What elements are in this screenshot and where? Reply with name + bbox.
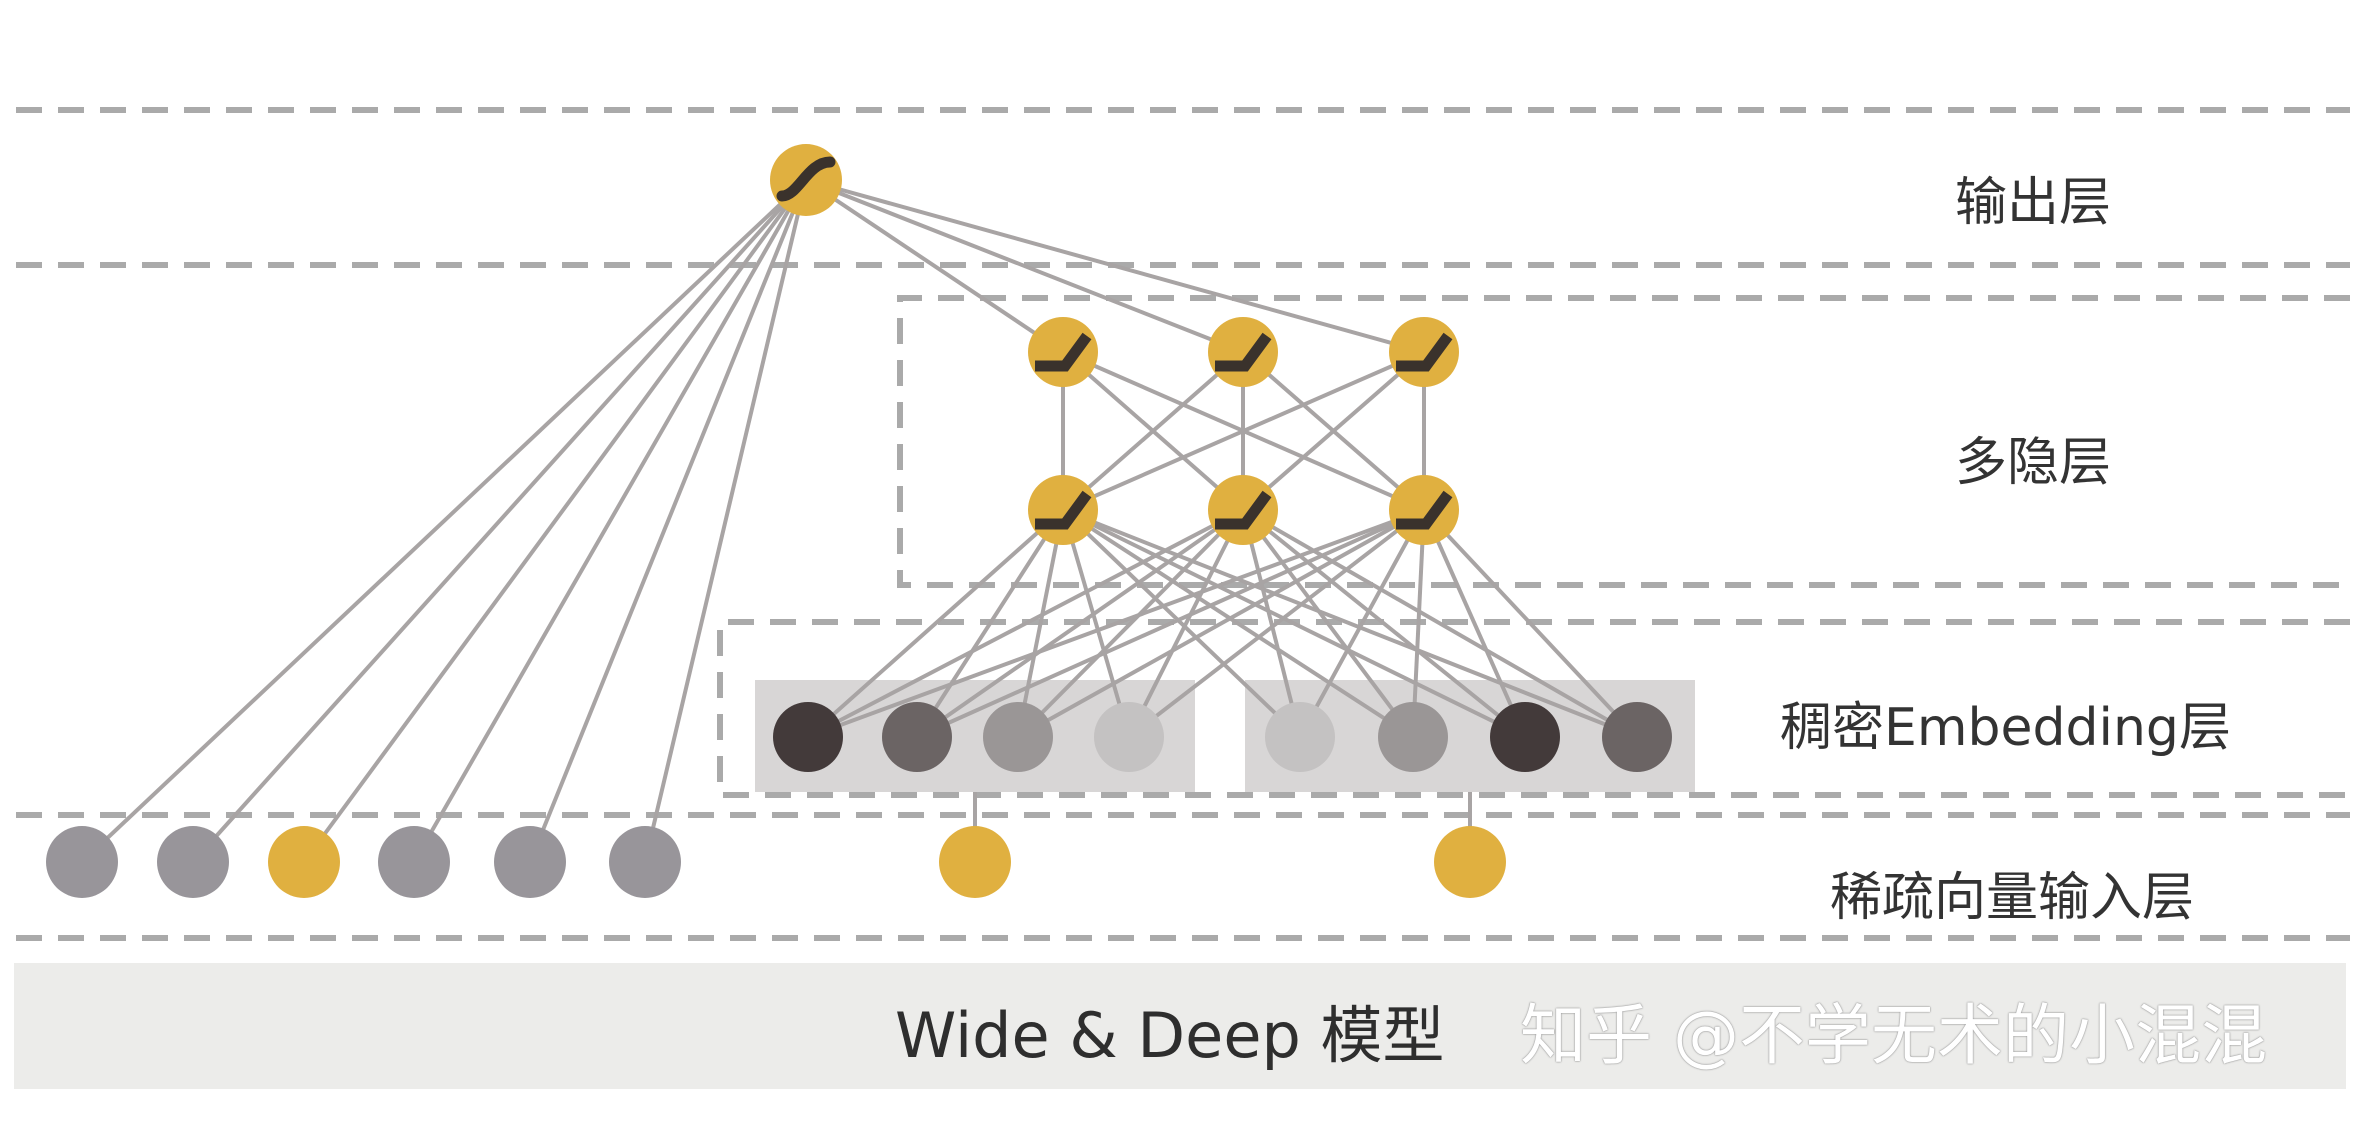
- embedding-node: [1094, 702, 1164, 772]
- edge: [1061, 508, 1302, 739]
- embedding-node: [882, 702, 952, 772]
- edge: [1411, 509, 1426, 738]
- relu-icon: [1035, 490, 1092, 530]
- edge: [1241, 508, 1415, 739]
- embedding-node: [1490, 702, 1560, 772]
- edge: [1061, 350, 1245, 512]
- nodes: [46, 144, 1672, 898]
- sparse-input-node: [609, 826, 681, 898]
- layer-label-hidden: 多隐层: [1955, 433, 2112, 493]
- sparse-input-node: [1434, 826, 1506, 898]
- sparse-input-node: [494, 826, 566, 898]
- edge: [1241, 508, 1527, 739]
- edge: [191, 178, 808, 864]
- edge: [1127, 509, 1245, 738]
- edge: [915, 508, 1245, 739]
- watermark: 知乎 @不学无术的小混混: [1520, 997, 2267, 1074]
- embedding-node: [1602, 702, 1672, 772]
- edge: [1242, 508, 1638, 739]
- edge: [805, 178, 1425, 354]
- edge: [302, 178, 808, 864]
- embedding-node: [773, 702, 843, 772]
- edge: [1062, 508, 1638, 739]
- hidden-node: [1028, 317, 1098, 387]
- edge: [1016, 508, 1245, 739]
- edge: [1422, 509, 1527, 738]
- edge: [1062, 350, 1425, 512]
- edge: [1061, 509, 1131, 738]
- edge: [1061, 508, 1415, 739]
- sparse-input-node: [268, 826, 340, 898]
- edge: [1127, 508, 1426, 739]
- edge: [1062, 508, 1526, 739]
- edge: [80, 178, 808, 864]
- edge: [412, 179, 808, 863]
- edge: [1241, 350, 1426, 512]
- layer-label-output: 输出层: [1955, 173, 2112, 233]
- sparse-input-node: [939, 826, 1011, 898]
- edge: [916, 508, 1425, 739]
- relu-icon: [1035, 332, 1092, 372]
- sparse-input-node: [157, 826, 229, 898]
- hidden-node: [1028, 475, 1098, 545]
- layer-label-embedding: 稠密Embedding层: [1780, 698, 2231, 758]
- hidden-node: [1389, 317, 1459, 387]
- sigmoid-icon: [776, 156, 836, 202]
- relu-icon: [1396, 490, 1453, 530]
- edge: [1241, 509, 1302, 738]
- relu-icon: [1215, 332, 1272, 372]
- edge: [1422, 508, 1639, 739]
- embedding-layer-frame: [717, 619, 2350, 798]
- relu-icon: [1396, 332, 1453, 372]
- edge: [806, 508, 1065, 739]
- relu-icon: [1215, 490, 1272, 530]
- edge: [1016, 509, 1065, 738]
- hidden-layer-frame: [897, 295, 2350, 588]
- sparse-input-node: [378, 826, 450, 898]
- hidden-node: [1208, 475, 1278, 545]
- hidden-node: [1208, 317, 1278, 387]
- edge: [804, 178, 1065, 354]
- embedding-node: [1378, 702, 1448, 772]
- edge: [807, 508, 1425, 739]
- layer-label-input: 稀疏向量输入层: [1830, 868, 2195, 928]
- edge: [1298, 509, 1426, 738]
- edge: [528, 179, 808, 863]
- model-footer-band: [14, 963, 2346, 1089]
- edge: [1017, 508, 1425, 739]
- embedding-node: [983, 702, 1053, 772]
- edge: [915, 508, 1065, 739]
- hidden-node: [1389, 475, 1459, 545]
- sparse-input-node: [46, 826, 118, 898]
- embedding-node: [1265, 702, 1335, 772]
- edge: [805, 178, 1244, 354]
- edges: [80, 178, 1639, 864]
- edge: [807, 508, 1244, 739]
- edge: [643, 179, 808, 863]
- model-title: Wide & Deep 模型: [895, 999, 1445, 1072]
